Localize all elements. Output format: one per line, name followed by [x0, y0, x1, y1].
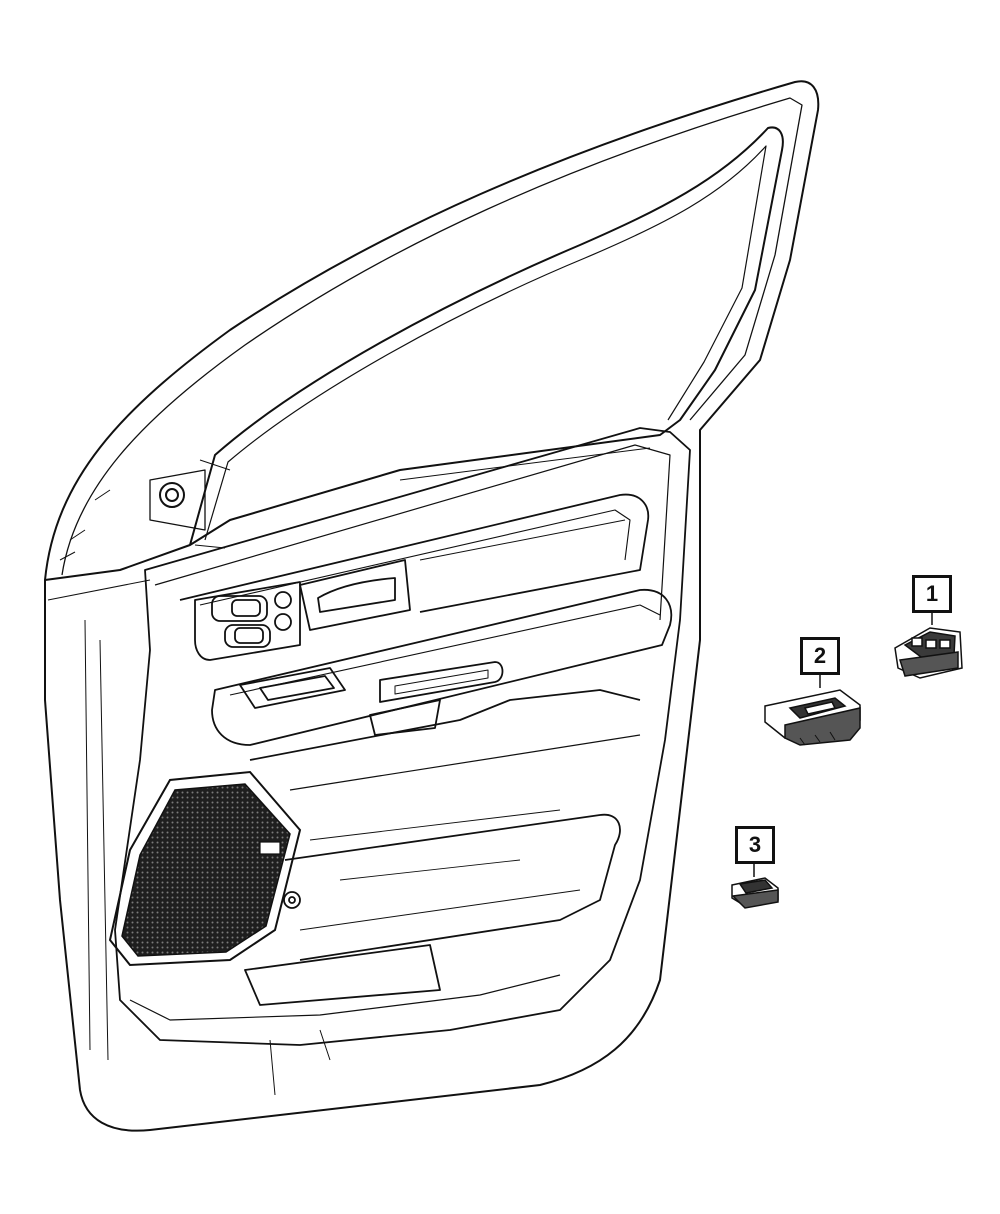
callout-2-number: 2 [813, 643, 827, 668]
speaker-grille [108, 770, 302, 967]
callout-3-number: 3 [748, 832, 762, 857]
part-2-switch-bezel [764, 672, 861, 746]
part-1-master-window-switch [894, 612, 963, 679]
callout-3-box: 3 [735, 826, 775, 864]
callout-2-box: 2 [800, 637, 840, 675]
part-3-single-switch [731, 864, 779, 909]
callout-1-number: 1 [925, 581, 939, 606]
callout-1-box: 1 [912, 575, 952, 613]
door-shell [44, 80, 820, 1132]
trim-panel [114, 427, 691, 1096]
